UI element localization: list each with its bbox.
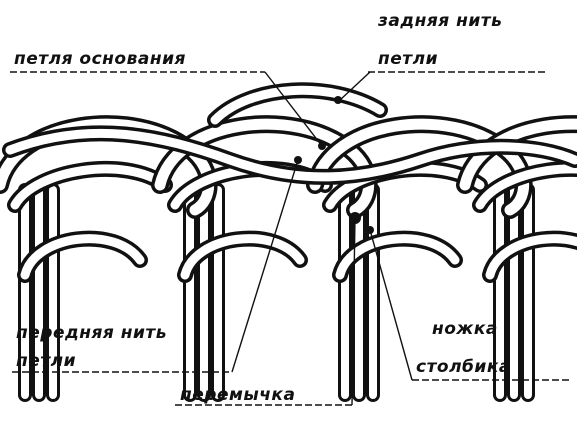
label-back-thread-line1: задняя нить (377, 11, 502, 31)
label-leg-line2: столбика (416, 357, 511, 377)
label-front-thread-line1: передняя нить (16, 323, 167, 343)
leader-front-thread (232, 160, 298, 372)
label-bridge: перемычка (180, 385, 295, 405)
label-leg-line1: ножка (432, 319, 498, 339)
back-thread-arc (215, 90, 380, 120)
label-front-thread-line2: петли (16, 351, 76, 371)
label-base-loop: петля основания (14, 49, 186, 69)
label-back-thread-line2: петли (378, 49, 438, 69)
